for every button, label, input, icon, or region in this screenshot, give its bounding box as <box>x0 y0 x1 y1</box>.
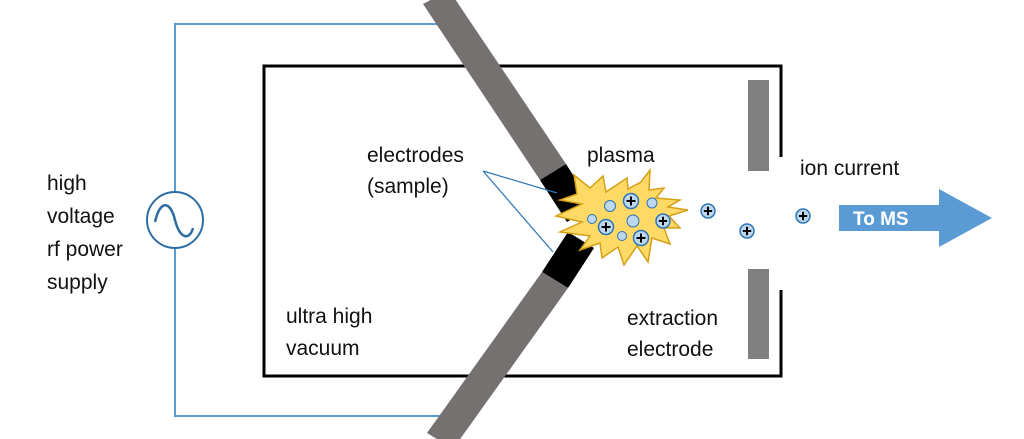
electrode-leader-lines <box>482 170 558 253</box>
positive-ion-icon <box>632 229 650 247</box>
vacuum-line-1: ultra high <box>286 305 372 328</box>
extraction-line-2: electrode <box>627 338 713 361</box>
chamber-outline-upper <box>262 64 783 378</box>
positive-ion-icon <box>597 218 615 236</box>
power-supply-line-1: high <box>47 172 87 195</box>
power-supply-label: high voltage rf power supply <box>47 172 123 294</box>
power-supply-line-3: rf power <box>47 238 123 261</box>
wire-bottom <box>174 249 440 417</box>
positive-ion-icon <box>622 192 640 210</box>
plasma-burst <box>553 167 689 267</box>
positive-ions <box>597 192 811 247</box>
wire-top <box>174 23 440 191</box>
electrode-tip-bottom <box>542 232 594 288</box>
electrodes-line-1: electrodes <box>367 144 464 167</box>
neutral-particle-icon <box>587 214 597 224</box>
ac-sine-source-icon <box>146 191 204 249</box>
ion-current-label: ion current <box>800 157 899 180</box>
neutral-particle-icon <box>604 200 616 212</box>
extraction-label: extraction electrode <box>627 307 718 361</box>
plasma-label: plasma <box>587 144 655 167</box>
power-supply-line-2: voltage <box>47 205 115 228</box>
neutral-particle-icon <box>617 231 627 241</box>
extraction-plate-bottom <box>748 269 769 359</box>
circuit-wires <box>174 23 440 417</box>
extraction-plate-top <box>748 80 769 171</box>
positive-ion-icon <box>739 223 755 239</box>
electrodes-line-2: (sample) <box>367 175 449 198</box>
electrodes-label: electrodes (sample) <box>367 144 464 198</box>
positive-ion-icon <box>700 203 716 219</box>
plasma-particles <box>587 197 658 241</box>
neutral-particle-icon <box>626 214 640 228</box>
to-ms-arrow[interactable]: To MS <box>839 189 992 247</box>
positive-ion-icon <box>795 208 811 224</box>
vacuum-label: ultra high vacuum <box>286 305 372 360</box>
vacuum-line-2: vacuum <box>286 337 360 360</box>
neutral-particle-icon <box>646 197 658 209</box>
extraction-line-1: extraction <box>627 307 718 330</box>
power-supply-line-4: supply <box>47 271 108 294</box>
to-ms-label: To MS <box>853 209 909 230</box>
electrode-rod-bottom <box>427 272 568 439</box>
positive-ion-icon <box>655 213 671 229</box>
electrode-bottom <box>427 232 594 439</box>
vacuum-chamber <box>262 64 783 378</box>
electrode-rod-top <box>423 0 566 180</box>
